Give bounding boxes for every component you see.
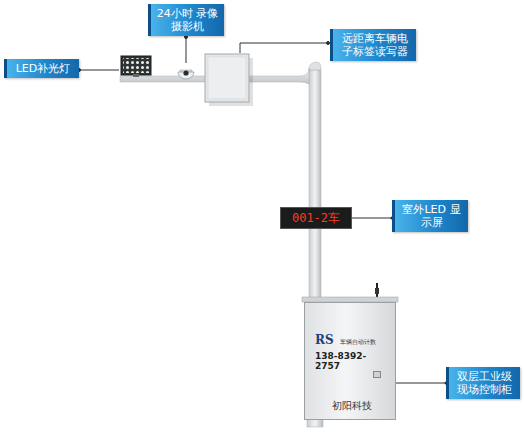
leader-stroke (352, 218, 392, 219)
led-display: 001-2车 (280, 207, 352, 229)
callout-text: LED补光灯 (11, 62, 75, 75)
leader-line (396, 382, 448, 385)
leader-line (352, 217, 394, 220)
brand-name: 初阳科技 (315, 399, 389, 413)
pole (309, 70, 321, 310)
leader-stroke (396, 383, 446, 384)
callout-label: 远距离车辆电 子标签读写器 (330, 29, 416, 61)
callout-label: LED补光灯 (4, 59, 79, 78)
callout-label: 双层工业级 现场控制柜 (446, 367, 520, 399)
callout-text: 24小时 录像摄影机 (155, 7, 220, 33)
display-text: 001-2车 (283, 211, 349, 225)
cabinet-logo: RS (315, 333, 334, 347)
callout-text: 室外LED 显示屏 (399, 203, 464, 229)
cabinet-subtitle: 车辆自动计数 (340, 338, 376, 347)
rfid-reader (205, 54, 249, 102)
callout-label: 室外LED 显示屏 (392, 200, 468, 232)
callout-text: 远距离车辆电 子标签读写器 (337, 32, 412, 58)
door-lock (373, 371, 381, 378)
led-light (121, 56, 151, 75)
callout-label: 24小时 录像摄影机 (148, 4, 224, 36)
leader-line (78, 36, 330, 72)
cabinet-header: RS 车辆自动计数 (315, 333, 389, 347)
phone-number: 138-8392-2757 (315, 351, 389, 371)
control-cabinet: RS 车辆自动计数 138-8392-2757 初阳科技 (304, 302, 396, 420)
callout-text: 双层工业级 现场控制柜 (453, 370, 516, 396)
